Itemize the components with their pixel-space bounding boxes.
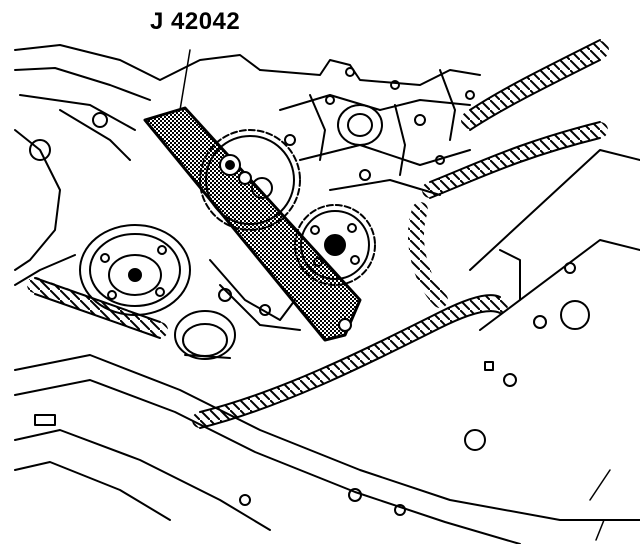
wiring-harness-lower bbox=[192, 294, 508, 429]
tool-callout-label: J 42042 bbox=[150, 8, 241, 35]
callout-leader-line bbox=[179, 49, 191, 111]
wiring-harness-upper bbox=[408, 39, 609, 308]
cam-housing bbox=[259, 59, 481, 196]
lower-frame bbox=[14, 354, 640, 544]
tensioner-bracket bbox=[209, 259, 301, 331]
camshaft-sprocket-upper bbox=[199, 129, 301, 231]
lower-pulley bbox=[174, 310, 236, 360]
camshaft-sprocket-lower bbox=[294, 204, 376, 286]
coil-spring bbox=[27, 277, 168, 339]
engine-block-outline bbox=[14, 44, 261, 286]
right-panel bbox=[464, 149, 640, 451]
corner-mark bbox=[589, 469, 611, 501]
corner-tick bbox=[595, 519, 605, 541]
